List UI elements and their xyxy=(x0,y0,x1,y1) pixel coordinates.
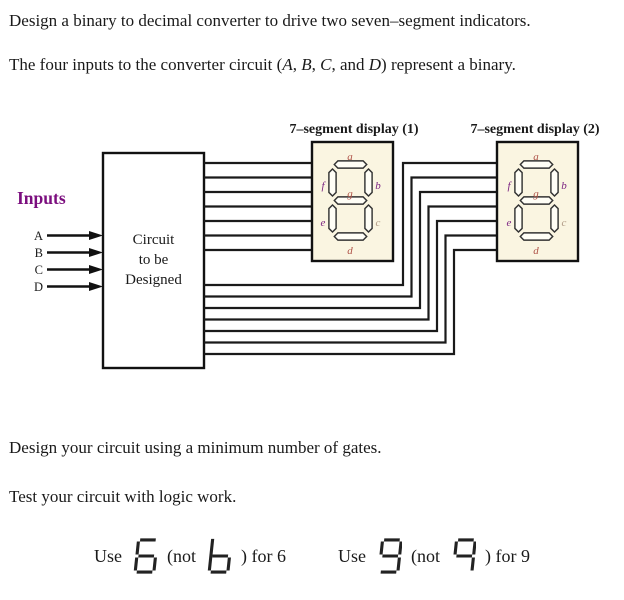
input-arrow-d xyxy=(47,282,103,291)
wire xyxy=(204,176,497,298)
statement-text: ) represent a binary. xyxy=(381,55,516,74)
circuit-box-label-line1: Circuit xyxy=(133,232,175,248)
wires-to-display1 xyxy=(204,161,312,252)
wires-to-display2 xyxy=(204,161,497,356)
segment-label-a: a xyxy=(347,151,353,163)
seven-segment-6-with-top-icon xyxy=(133,538,157,574)
seven-segment-9-without-bottom-icon xyxy=(453,538,476,571)
statement-text: , xyxy=(311,55,321,74)
input-pin-label-a: A xyxy=(34,229,43,243)
input-var-c: C xyxy=(320,55,332,74)
problem-statement-line2: The four inputs to the converter circuit… xyxy=(9,55,516,75)
display1-title: 7–segment display (1) xyxy=(289,122,418,137)
segment-label-d: d xyxy=(533,245,539,257)
statement-text: , and xyxy=(331,55,369,74)
input-arrow-b xyxy=(47,248,103,257)
segment-label-a: a xyxy=(533,151,539,163)
circuit-box xyxy=(101,151,206,370)
circuit-box-label-line2: to be xyxy=(139,252,169,268)
inputs-heading: Inputs xyxy=(17,188,66,208)
wire xyxy=(204,190,497,310)
segment-label-b: b xyxy=(561,180,567,192)
segment-label-f: f xyxy=(321,180,326,192)
note-minimum-gates: Design your circuit using a minimum numb… xyxy=(9,438,382,458)
legend-for6-label: ) for 6 xyxy=(241,545,286,566)
segment-label-b: b xyxy=(375,180,381,192)
input-var-d: D xyxy=(368,55,382,74)
legend-not-label: (not xyxy=(167,545,197,566)
problem-statement-line1: Design a binary to decimal converter to … xyxy=(9,11,531,31)
wire xyxy=(204,248,497,356)
legend-use-label: Use xyxy=(94,545,123,566)
seven-segment-6-without-top-icon xyxy=(207,538,231,574)
segment-label-g: g xyxy=(347,188,353,200)
circuit-box-label-line3: Designed xyxy=(125,272,182,288)
input-arrow-c xyxy=(47,265,103,274)
wire xyxy=(204,161,497,287)
wire xyxy=(204,219,497,333)
statement-text: The four inputs to the converter circuit… xyxy=(9,55,283,74)
input-var-a: A xyxy=(282,55,293,74)
input-pin-label-d: D xyxy=(34,280,43,294)
wire xyxy=(204,234,497,344)
legend-not-label: (not xyxy=(411,545,440,566)
input-pin-label-b: B xyxy=(35,246,43,260)
segment-label-d: d xyxy=(347,245,353,257)
statement-text: Design a binary to decimal converter to … xyxy=(9,11,531,30)
display2-segment-labels: a f b g e c d xyxy=(507,151,568,257)
input-pin-label-c: C xyxy=(35,263,43,277)
legend-spacer xyxy=(295,556,329,557)
segment-label-g: g xyxy=(533,188,539,200)
segment-label-e: e xyxy=(321,217,326,229)
segment-label-c: c xyxy=(376,217,381,229)
input-var-b: B xyxy=(301,55,312,74)
wire xyxy=(204,205,497,321)
segment-label-f: f xyxy=(507,180,512,192)
note-test-circuit: Test your circuit with logic work. xyxy=(9,487,236,507)
display1-segment-labels: a f b g e c d xyxy=(321,151,382,257)
legend-for9-label: ) for 9 xyxy=(485,545,530,566)
note-text: Test your circuit with logic work. xyxy=(9,487,237,506)
segment-label-c: c xyxy=(562,217,567,229)
digit-style-legend: Use (not ) for 6 Use (not xyxy=(0,532,624,580)
statement-text: , xyxy=(292,55,302,74)
input-arrow-a xyxy=(47,231,103,240)
legend-use-label: Use xyxy=(338,545,366,566)
display2-title: 7–segment display (2) xyxy=(470,122,599,137)
seven-segment-9-with-bottom-icon xyxy=(379,538,402,574)
note-text: Design your circuit using a minimum numb… xyxy=(9,438,382,457)
segment-label-e: e xyxy=(507,217,512,229)
